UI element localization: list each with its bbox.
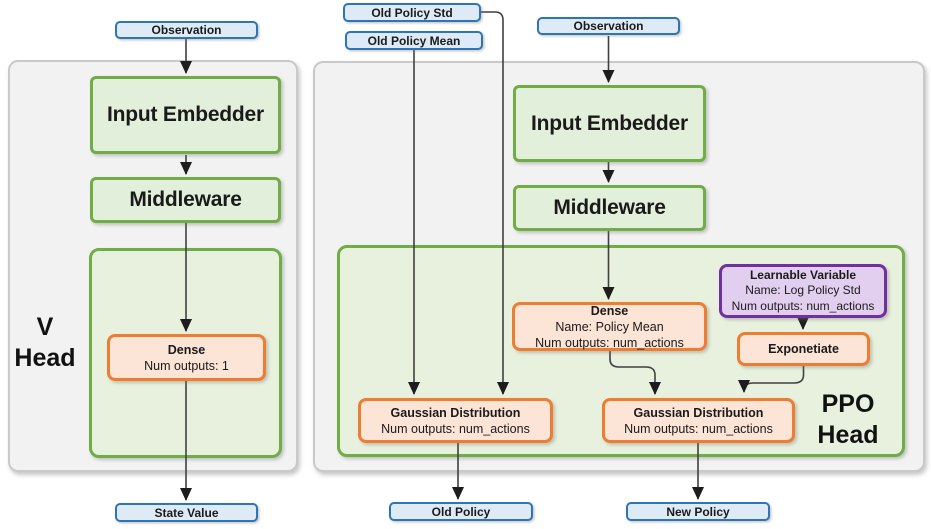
v-dense-title: Dense xyxy=(167,342,206,357)
gaussian-distribution-new-node: Gaussian Distribution Num outputs: num_a… xyxy=(602,398,795,443)
learnable-variable-num-outputs: Num outputs: num_actions xyxy=(731,298,875,313)
exponetiate-label: Exponetiate xyxy=(768,342,839,356)
v-input-embedder-node: Input Embedder xyxy=(90,76,281,154)
gaussian-old-num-outputs: Num outputs: num_actions xyxy=(381,421,530,436)
learnable-variable-name: Name: Log Policy Std xyxy=(745,283,861,298)
new-policy-badge: New Policy xyxy=(626,502,770,521)
ppo-middleware-node: Middleware xyxy=(513,185,706,231)
ppo-head-label-line2: Head xyxy=(817,421,879,450)
v-middleware-label: Middleware xyxy=(129,188,242,211)
ppo-head-label-line1: PPO xyxy=(821,390,875,418)
gaussian-old-title: Gaussian Distribution xyxy=(390,405,521,420)
ppo-dense-num-outputs: Num outputs: num_actions xyxy=(535,335,684,350)
v-head-label: V Head xyxy=(10,312,80,375)
ppo-observation-label: Observation xyxy=(573,19,644,33)
v-observation-label: Observation xyxy=(151,23,222,37)
old-policy-mean-label: Old Policy Mean xyxy=(367,33,461,48)
learnable-variable-title: Learnable Variable xyxy=(749,267,857,282)
ppo-dense-title: Dense xyxy=(590,303,629,318)
exponetiate-node: Exponetiate xyxy=(737,332,870,366)
ppo-dense-node: Dense Name: Policy Mean Num outputs: num… xyxy=(512,302,707,351)
v-head-label-line2: Head xyxy=(14,344,76,373)
v-dense-num-outputs: Num outputs: 1 xyxy=(144,358,229,373)
gaussian-new-num-outputs: Num outputs: num_actions xyxy=(624,421,773,436)
v-dense-node: Dense Num outputs: 1 xyxy=(107,334,266,381)
v-head-label-line1: V xyxy=(36,313,54,341)
old-policy-label: Old Policy xyxy=(431,504,491,519)
ppo-input-embedder-label: Input Embedder xyxy=(530,111,689,135)
v-input-embedder-label: Input Embedder xyxy=(106,103,265,126)
ppo-head-label: PPO Head xyxy=(798,389,898,452)
old-policy-std-badge: Old Policy Std xyxy=(343,3,481,22)
old-policy-mean-badge: Old Policy Mean xyxy=(345,31,483,50)
gaussian-distribution-old-node: Gaussian Distribution Num outputs: num_a… xyxy=(358,398,553,443)
v-observation-badge: Observation xyxy=(115,21,258,39)
ppo-input-embedder-node: Input Embedder xyxy=(513,85,706,162)
new-policy-label: New Policy xyxy=(666,504,730,519)
ppo-observation-badge: Observation xyxy=(537,17,680,35)
ppo-middleware-label: Middleware xyxy=(553,196,666,219)
state-value-badge: State Value xyxy=(115,503,258,522)
v-middleware-node: Middleware xyxy=(90,177,281,223)
learnable-variable-node: Learnable Variable Name: Log Policy Std … xyxy=(719,264,887,318)
ppo-dense-name: Name: Policy Mean xyxy=(555,319,664,334)
old-policy-std-label: Old Policy Std xyxy=(371,5,453,20)
state-value-label: State Value xyxy=(154,505,219,520)
old-policy-badge: Old Policy xyxy=(389,502,533,521)
gaussian-new-title: Gaussian Distribution xyxy=(633,405,764,420)
